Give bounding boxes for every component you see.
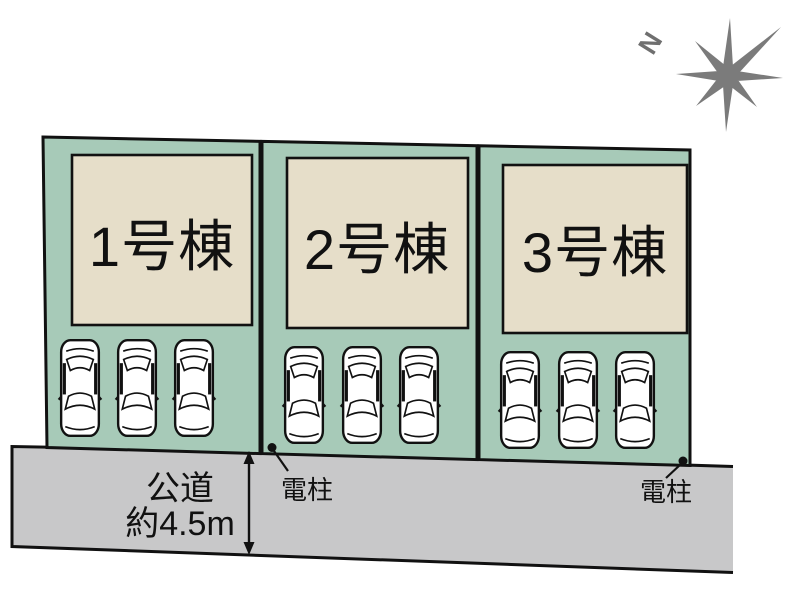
lot-1-building	[70, 153, 254, 327]
car-icon	[281, 345, 327, 445]
lot-2-building	[285, 156, 470, 330]
road-width-label: 約4.5m	[125, 505, 235, 543]
road	[10, 444, 734, 574]
compass-north-label: N	[632, 27, 668, 59]
utility-pole-left-leader	[273, 450, 289, 472]
lot-2: 2号棟	[260, 139, 479, 462]
road-name-label: 公道	[146, 470, 214, 508]
car-icon	[497, 350, 543, 450]
car-icon	[612, 350, 658, 450]
utility-pole-right-label: 電柱	[640, 477, 692, 507]
car-icon	[555, 350, 601, 450]
lot-3-building	[501, 163, 689, 335]
road-width-dimension: 公道 約4.5m	[125, 451, 255, 555]
compass-rose: N	[632, 18, 783, 132]
lot-1: 1号棟	[41, 135, 262, 456]
utility-pole-left-dot-icon	[267, 443, 277, 452]
car-icon	[339, 345, 385, 445]
lot-3-building-label: 3号棟	[522, 221, 668, 284]
car-icon	[171, 338, 217, 438]
lot-1-building-label: 1号棟	[89, 215, 235, 278]
utility-pole-right: 電柱	[640, 456, 692, 507]
lot-3: 3号棟	[477, 144, 692, 468]
utility-pole-left: 電柱	[267, 443, 333, 505]
utility-pole-right-leader	[665, 463, 682, 479]
car-icon	[57, 338, 103, 438]
dimension-arrowhead-down-icon	[243, 542, 255, 555]
compass-star-icon	[676, 18, 783, 132]
utility-pole-right-dot-icon	[678, 456, 688, 466]
road-surface	[12, 446, 733, 573]
dimension-arrowhead-up-icon	[243, 451, 255, 464]
utility-pole-left-label: 電柱	[281, 475, 333, 505]
car-icon	[114, 338, 160, 438]
car-icon	[396, 345, 442, 445]
lot-2-building-label: 2号棟	[304, 218, 450, 281]
